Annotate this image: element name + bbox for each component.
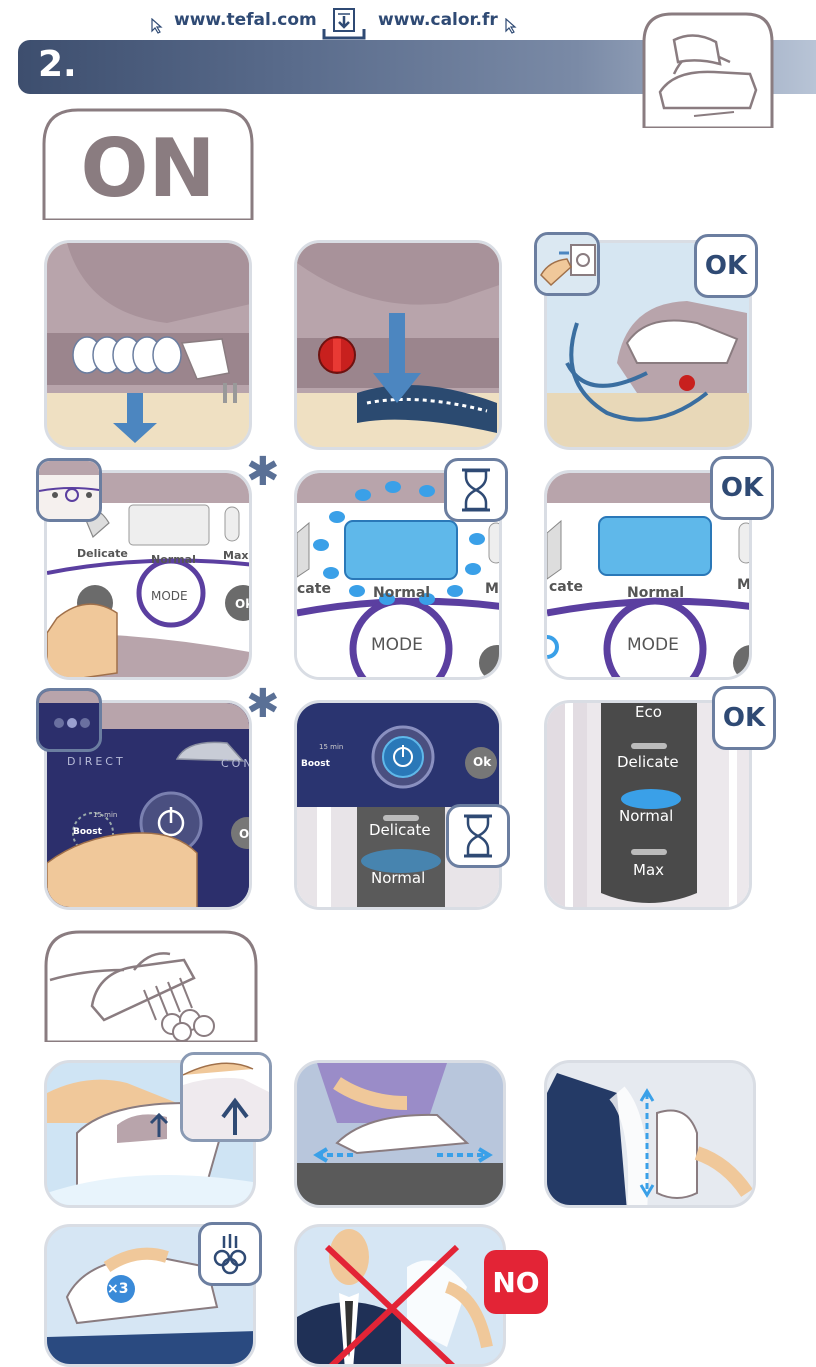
ok-badge: OK xyxy=(694,234,758,298)
no-badge: NO xyxy=(484,1250,548,1314)
mode-button-label: MODE xyxy=(371,635,423,655)
label-cate: cate xyxy=(297,581,331,597)
socket-inset xyxy=(534,232,600,296)
label-direct: DIRECT xyxy=(67,755,126,768)
steam-burst-icon xyxy=(208,1232,252,1276)
unwind-cord-illustration xyxy=(47,243,252,450)
steam-iron-thumbnail xyxy=(634,12,774,128)
ok-badge: OK xyxy=(712,686,776,750)
label-delicate: Delicate xyxy=(77,547,128,560)
dark-panel-inset xyxy=(36,688,102,752)
step-horizontal-steam xyxy=(294,1060,506,1208)
label-15min: 15 min xyxy=(93,811,117,819)
asterisk-icon: ✱ xyxy=(246,452,280,492)
section-number: 2. xyxy=(38,44,77,85)
times-three-label: ×3 xyxy=(107,1281,128,1297)
no-steam-person-illustration xyxy=(297,1227,506,1367)
mode-button-label: MODE xyxy=(151,589,188,603)
label-normal: Normal xyxy=(151,553,196,566)
horizontal-steam-illustration xyxy=(297,1063,506,1208)
ok-badge: OK xyxy=(710,456,774,520)
on-label-box: ON xyxy=(42,108,254,220)
link-calor[interactable]: www.calor.fr xyxy=(378,10,498,30)
asterisk-icon: ✱ xyxy=(246,684,280,724)
label-boost: Boost xyxy=(301,759,330,769)
label-eco: Eco xyxy=(635,703,662,721)
release-hose-illustration xyxy=(297,243,502,450)
hourglass-badge xyxy=(444,458,508,522)
label-max: Max xyxy=(223,549,248,562)
cursor-icon xyxy=(504,18,518,34)
label-normal-blink: Normal xyxy=(373,585,430,601)
ok-button-label: Ok xyxy=(239,827,252,841)
link-tefal[interactable]: www.tefal.com xyxy=(174,10,317,30)
label-max: Max xyxy=(633,861,664,879)
hourglass-badge xyxy=(446,804,510,868)
steam-burst-badge xyxy=(198,1222,262,1286)
no-label: NO xyxy=(492,1266,539,1299)
label-15min: 15 min xyxy=(319,743,343,751)
label-ma: Ma xyxy=(485,581,502,597)
download-icon xyxy=(320,7,368,41)
hourglass-icon xyxy=(456,467,496,513)
ok-button-label: Ok xyxy=(235,597,252,611)
control-panel-inset xyxy=(36,458,102,522)
step-release-hose xyxy=(294,240,502,450)
trigger-inset xyxy=(180,1052,272,1142)
cursor-icon xyxy=(150,18,164,34)
steam-section-thumbnail xyxy=(44,930,258,1042)
mode-button-label: MODE xyxy=(627,635,679,655)
label-normal: Normal xyxy=(619,807,673,825)
vertical-steam-illustration xyxy=(547,1063,756,1208)
label-con: CON xyxy=(221,757,252,770)
label-normal-blink: Normal xyxy=(371,869,425,887)
on-label: ON xyxy=(42,122,254,215)
label-ma: Ma xyxy=(737,577,752,593)
label-delicate: Delicate xyxy=(617,753,679,771)
ok-button-label: Ok xyxy=(473,755,491,769)
label-cate: cate xyxy=(549,579,583,595)
step-unwind-cord xyxy=(44,240,252,450)
label-delicate: Delicate xyxy=(369,821,431,839)
hourglass-icon xyxy=(458,813,498,859)
step-vertical-steam xyxy=(544,1060,756,1208)
label-boost: Boost xyxy=(73,827,102,837)
step-no-person xyxy=(294,1224,506,1367)
label-normal: Normal xyxy=(627,585,684,601)
